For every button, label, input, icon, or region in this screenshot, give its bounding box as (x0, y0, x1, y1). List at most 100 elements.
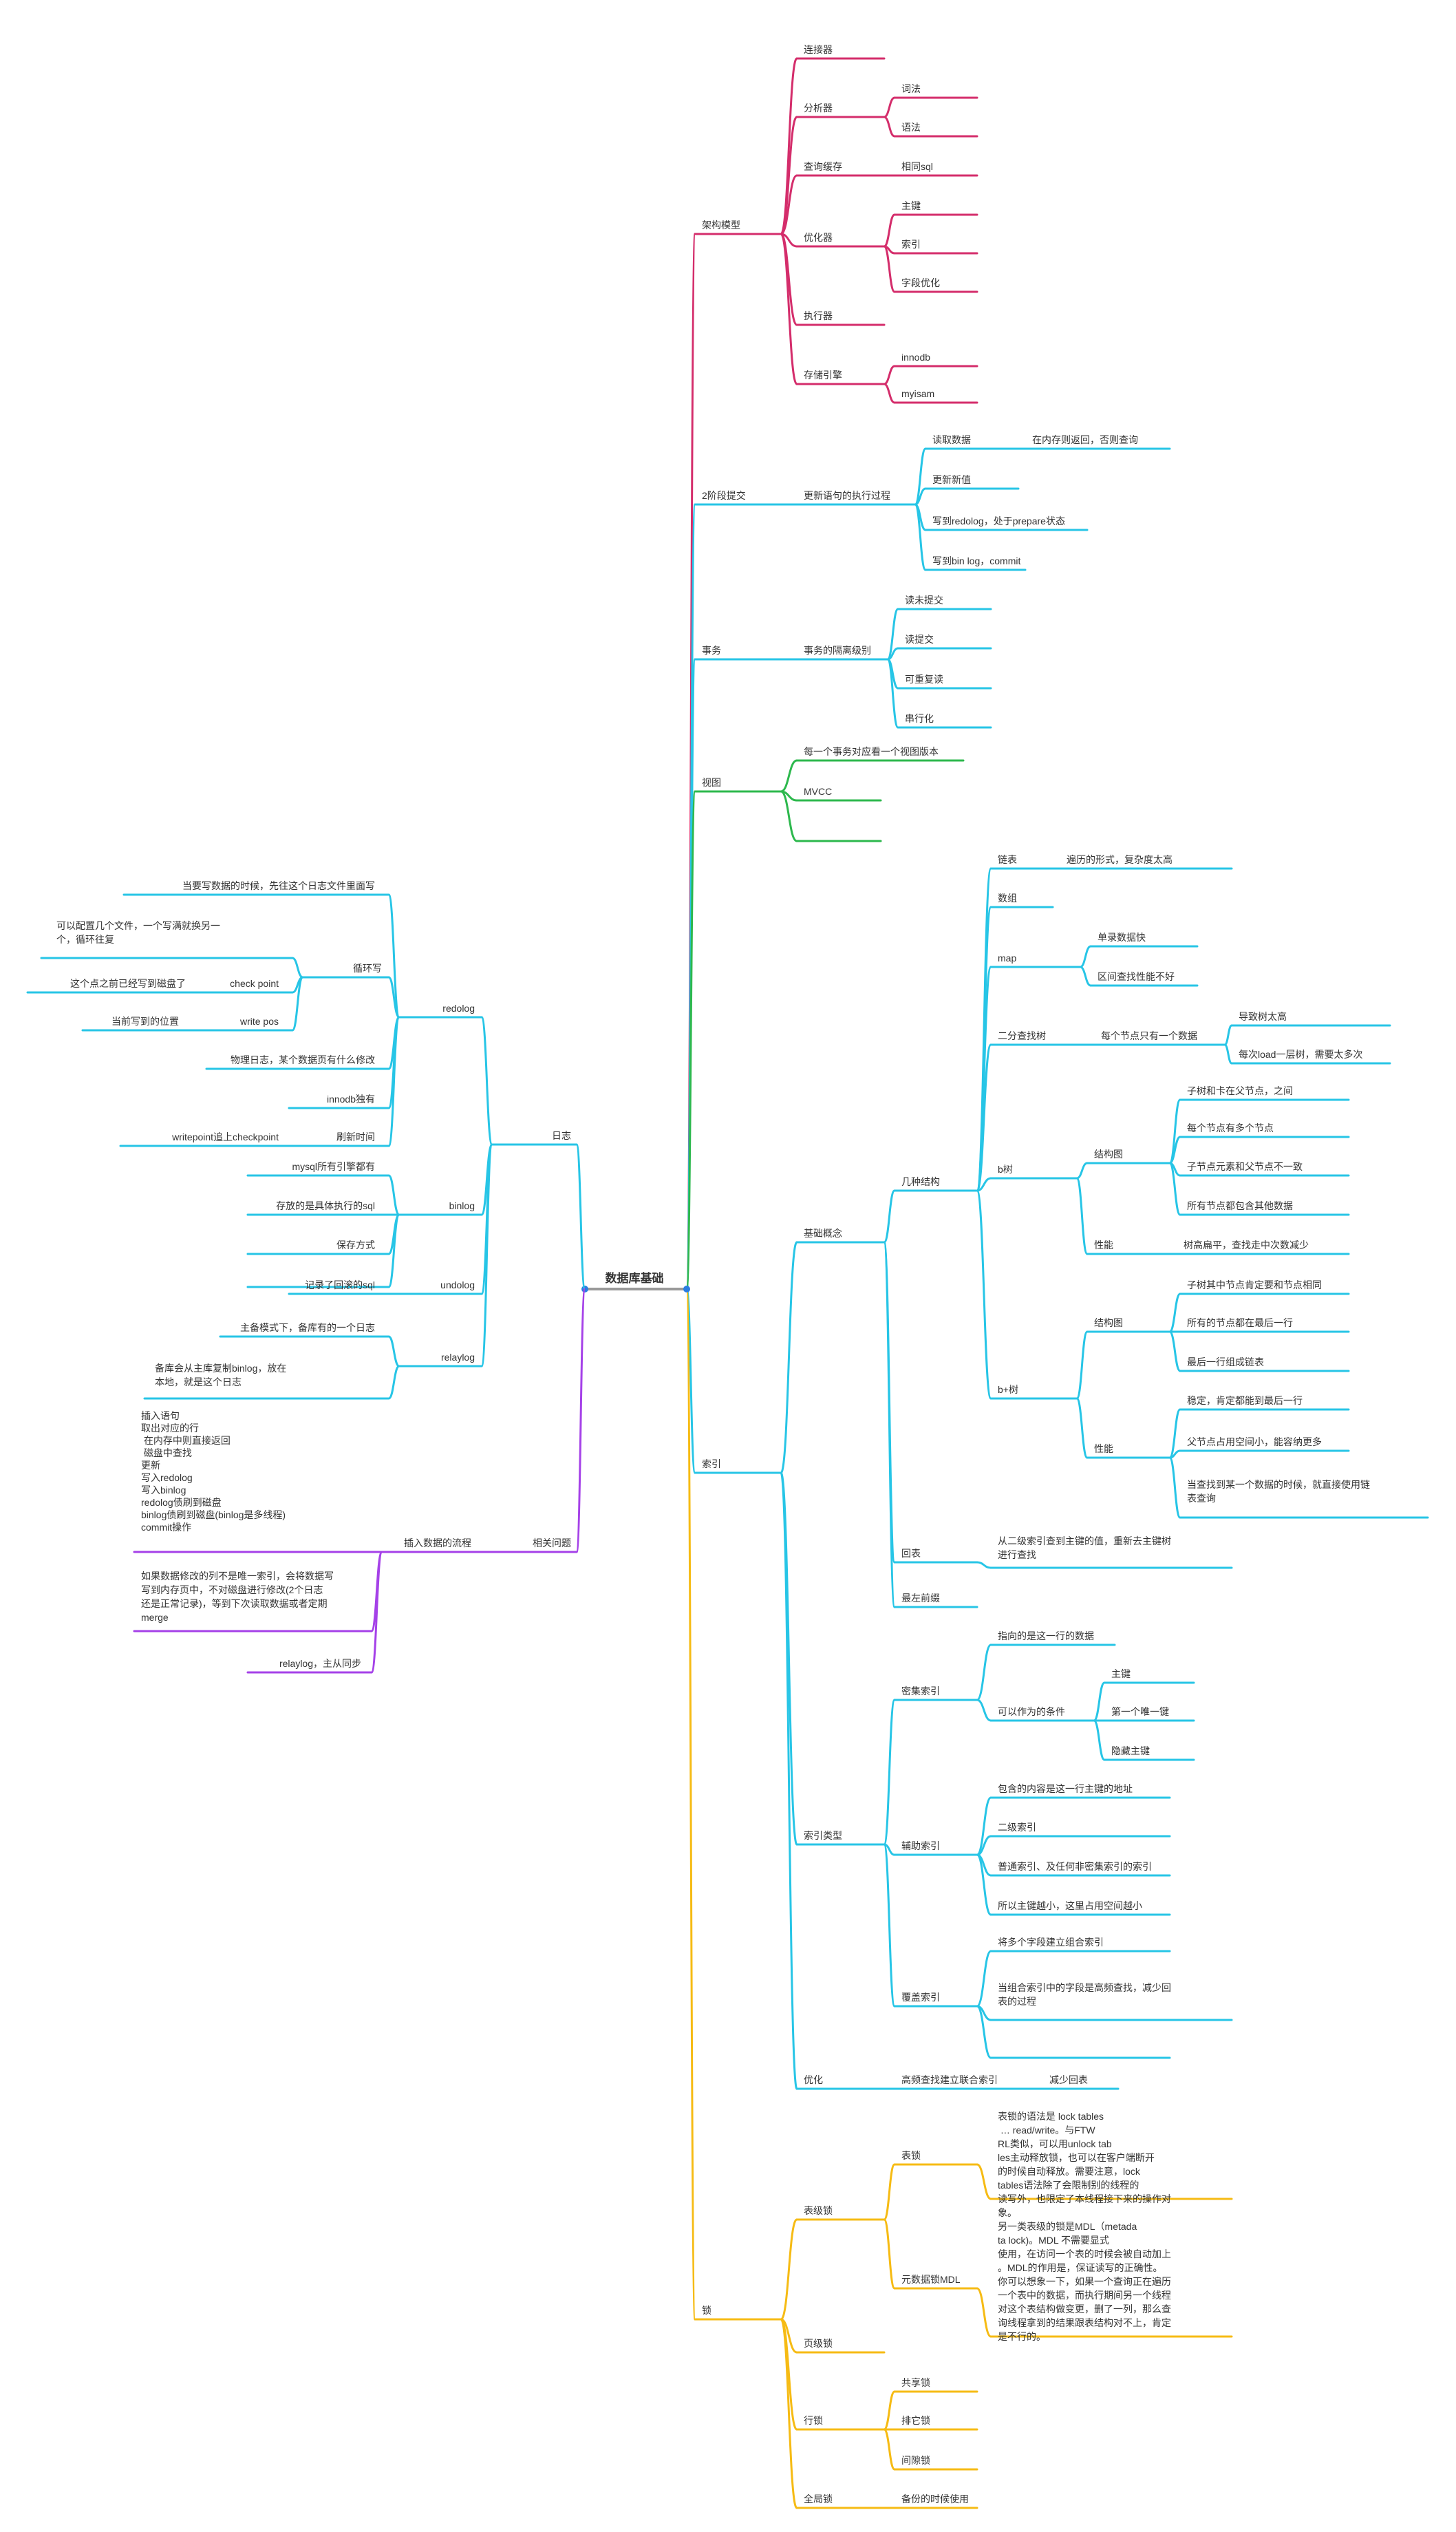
node-update-step-2[interactable]: 更新新值 (932, 474, 971, 485)
node-back-to-table[interactable]: 回表 (901, 1548, 921, 1559)
node-update-step-1[interactable]: 读取数据 (932, 434, 971, 445)
node-bplus-performance-3[interactable]: 当查找到某一个数据的时候，就直接使用链表查询 (1187, 1479, 1370, 1504)
node-relaylog[interactable]: relaylog (441, 1352, 475, 1363)
node-log[interactable]: 日志 (552, 1130, 571, 1141)
node-redo-first[interactable]: 当要写数据的时候，先往这个日志文件里面写 (182, 880, 375, 891)
node-secondary-note-1[interactable]: 包含的内容是这一行主键的地址 (998, 1783, 1133, 1794)
node-view-child-1[interactable]: 每一个事务对应看一个视图版本 (804, 746, 939, 757)
node-index-optimization[interactable]: 优化 (804, 2074, 823, 2085)
node-binlog-note-1[interactable]: mysql所有引擎都有 (292, 1161, 375, 1172)
node-clustered-index[interactable]: 密集索引 (901, 1685, 940, 1696)
node-cache-same-sql[interactable]: 相同sql (901, 161, 933, 172)
node-binlog-note-2[interactable]: 存放的是具体执行的sql (276, 1200, 375, 1211)
node-secondary-index[interactable]: 辅助索引 (901, 1840, 940, 1851)
node-undo-note[interactable]: 记录了回滚的sql (305, 1279, 375, 1290)
node-writepos-note[interactable]: 当前写到的位置 (111, 1016, 179, 1027)
node-clustered-note-2[interactable]: 可以作为的条件 (998, 1706, 1065, 1717)
node-index-optimization-note2[interactable]: 减少回表 (1049, 2074, 1088, 2085)
node-executor[interactable]: 执行器 (804, 310, 833, 321)
node-redo-loop[interactable]: 循环写 (353, 963, 382, 974)
node-table-level-lock[interactable]: 表级锁 (804, 2205, 833, 2216)
node-btree-structure-4[interactable]: 所有节点都包含其他数据 (1187, 1200, 1293, 1211)
node-insert-flow[interactable]: 插入数据的流程 (404, 1538, 471, 1549)
node-index-types[interactable]: 索引类型 (804, 1830, 842, 1841)
node-storage-engine[interactable]: 存储引擎 (804, 370, 842, 381)
node-update-step-3[interactable]: 写到redolog，处于prepare状态 (932, 515, 1065, 526)
node-bst-note[interactable]: 每个节点只有一个数据 (1101, 1030, 1197, 1041)
node-page-level-lock[interactable]: 页级锁 (804, 2338, 833, 2349)
node-storage-innodb[interactable]: innodb (901, 352, 930, 363)
node-optimizer[interactable]: 优化器 (804, 232, 833, 243)
node-bplus-structure-3[interactable]: 最后一行组成链表 (1187, 1357, 1264, 1368)
node-covering-index[interactable]: 覆盖索引 (901, 1992, 940, 2003)
node-two-phase-commit[interactable]: 2阶段提交 (702, 490, 746, 501)
node-map-note-2[interactable]: 区间查找性能不好 (1098, 971, 1175, 982)
node-bplus-structure-2[interactable]: 所有的节点都在最后一行 (1187, 1317, 1293, 1328)
node-row-lock-1[interactable]: 共享锁 (901, 2377, 930, 2388)
node-bplus-performance-2[interactable]: 父节点占用空间小，能容纳更多 (1187, 1436, 1322, 1447)
node-view-child-2[interactable]: MVCC (804, 786, 832, 797)
node-transaction[interactable]: 事务 (702, 645, 721, 656)
node-isolation-3[interactable]: 可重复读 (905, 674, 943, 685)
node-global-lock-note[interactable]: 备份的时候使用 (901, 2493, 969, 2504)
node-bst-note-2[interactable]: 每次load一层树，需要太多次 (1239, 1049, 1362, 1060)
node-bplus-performance[interactable]: 性能 (1094, 1443, 1113, 1454)
node-structures[interactable]: 几种结构 (901, 1176, 940, 1187)
node-clustered-cond-1[interactable]: 主键 (1111, 1668, 1131, 1679)
node-btree-structure-1[interactable]: 子树和卡在父节点，之间 (1187, 1085, 1293, 1096)
node-redolog[interactable]: redolog (442, 1003, 475, 1014)
node-btree-structure-3[interactable]: 子节点元素和父节点不一致 (1187, 1161, 1303, 1172)
node-bplus-structure[interactable]: 结构图 (1094, 1317, 1123, 1328)
node-relay-sync[interactable]: relaylog，主从同步 (279, 1658, 361, 1669)
node-isolation-1[interactable]: 读未提交 (905, 595, 943, 606)
node-update-step-4[interactable]: 写到bin log，commit (932, 555, 1020, 566)
node-map-note-1[interactable]: 单录数据快 (1098, 932, 1146, 943)
node-relay-note-2[interactable]: 备库会从主库复制binlog，放在本地，就是这个日志 (155, 1363, 286, 1387)
node-btree-performance-note[interactable]: 树高扁平，查找走中次数减少 (1184, 1240, 1309, 1251)
node-row-lock-2[interactable]: 排它锁 (901, 2415, 930, 2426)
node-binlog[interactable]: binlog (449, 1200, 475, 1211)
node-linked-list[interactable]: 链表 (998, 854, 1017, 865)
node-global-lock[interactable]: 全局锁 (804, 2493, 833, 2504)
node-lock[interactable]: 锁 (702, 2305, 711, 2316)
node-bplus-structure-1[interactable]: 子树其中节点肯定要和节点相同 (1187, 1279, 1322, 1290)
node-index[interactable]: 索引 (702, 1458, 721, 1469)
node-bst-note-1[interactable]: 导致树太高 (1239, 1011, 1287, 1022)
node-innodb-only[interactable]: innodb独有 (327, 1094, 375, 1105)
node-change-buffer-note[interactable]: 如果数据修改的列不是唯一索引，会将数据写写到内存页中，不对磁盘进行修改(2个日志… (141, 1571, 334, 1623)
node-secondary-note-3[interactable]: 普通索引、及任何非密集索引的索引 (998, 1861, 1152, 1872)
node-basic-concepts[interactable]: 基础概念 (804, 1228, 842, 1239)
node-row-lock[interactable]: 行锁 (804, 2415, 823, 2426)
node-analyzer-lexical[interactable]: 词法 (901, 83, 921, 94)
node-checkpoint[interactable]: check point (230, 978, 279, 989)
node-writepos[interactable]: write pos (239, 1016, 279, 1027)
node-array[interactable]: 数组 (998, 893, 1017, 904)
node-map[interactable]: map (998, 953, 1016, 964)
node-optimizer-primary-key[interactable]: 主键 (901, 200, 921, 211)
node-optimizer-field[interactable]: 字段优化 (901, 277, 940, 288)
node-loop-note[interactable]: 可以配置几个文件，一个写满就换另一个，循环往复 (56, 920, 220, 945)
node-btree[interactable]: b树 (998, 1164, 1013, 1175)
node-back-to-table-note[interactable]: 从二级索引查到主键的值，重新去主键树进行查找 (998, 1535, 1171, 1560)
node-undolog[interactable]: undolog (440, 1279, 475, 1290)
node-row-lock-3[interactable]: 间隙锁 (901, 2455, 930, 2466)
node-analyzer-syntax[interactable]: 语法 (901, 122, 921, 133)
node-view[interactable]: 视图 (702, 777, 721, 788)
node-clustered-cond-3[interactable]: 隐藏主键 (1111, 1745, 1150, 1756)
node-index-optimization-note[interactable]: 高频查找建立联合索引 (901, 2074, 998, 2085)
node-checkpoint-note[interactable]: 这个点之前已经写到磁盘了 (70, 978, 186, 989)
node-covering-note-2[interactable]: 当组合索引中的字段是高频查找，减少回表的过程 (998, 1982, 1171, 2007)
node-query-cache[interactable]: 查询缓存 (804, 161, 842, 172)
node-mdl-lock[interactable]: 元数据锁MDL (901, 2274, 961, 2285)
node-isolation-4[interactable]: 串行化 (905, 713, 934, 724)
node-bst[interactable]: 二分查找树 (998, 1030, 1046, 1041)
node-secondary-note-4[interactable]: 所以主键越小，这里占用空间越小 (998, 1900, 1142, 1911)
node-clustered-note-1[interactable]: 指向的是这一行的数据 (998, 1630, 1094, 1641)
node-bplus-performance-1[interactable]: 稳定，肯定都能到最后一行 (1187, 1395, 1303, 1406)
node-relay-note-1[interactable]: 主备模式下，备库有的一个日志 (240, 1322, 375, 1333)
node-binlog-note-3[interactable]: 保存方式 (336, 1240, 375, 1251)
node-isolation-2[interactable]: 读提交 (905, 634, 934, 645)
